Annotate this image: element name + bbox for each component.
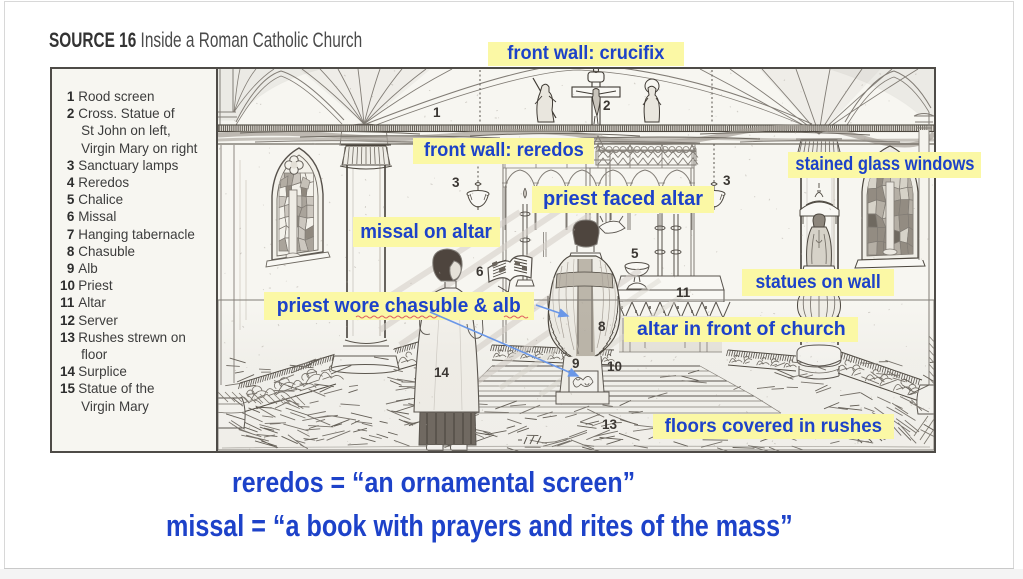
- svg-text:1: 1: [433, 105, 441, 120]
- svg-text:13: 13: [602, 417, 618, 432]
- svg-text:5: 5: [631, 246, 639, 261]
- svg-text:10: 10: [607, 359, 622, 374]
- svg-text:6: 6: [476, 264, 484, 279]
- svg-text:2: 2: [603, 98, 611, 113]
- svg-text:8: 8: [598, 319, 606, 334]
- svg-text:14: 14: [434, 365, 450, 380]
- svg-text:3: 3: [452, 175, 460, 190]
- svg-text:3: 3: [723, 173, 731, 188]
- svg-text:9: 9: [572, 356, 580, 371]
- svg-text:11: 11: [676, 285, 691, 300]
